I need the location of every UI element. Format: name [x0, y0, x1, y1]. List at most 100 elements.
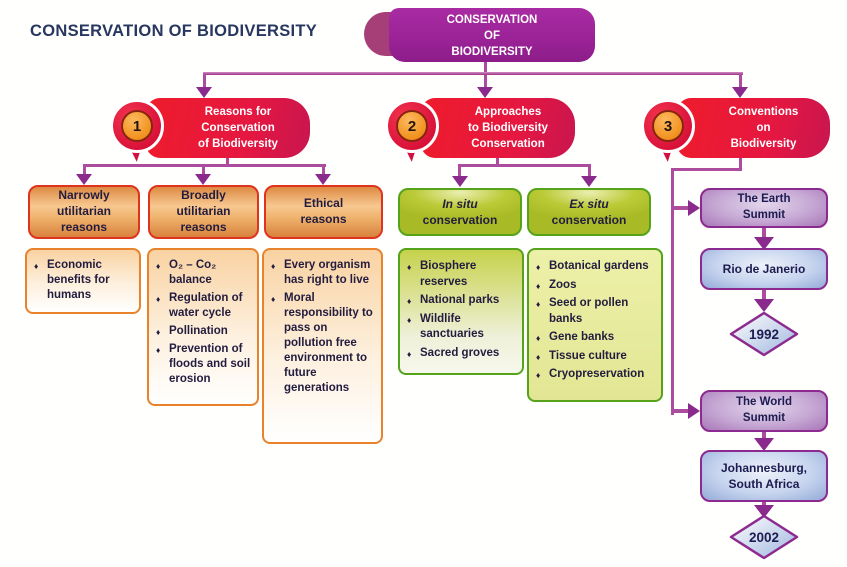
ethical-reasons-label: Ethical reasons	[300, 196, 347, 226]
world-summit-label: The World Summit	[735, 396, 792, 424]
connector-line	[671, 168, 674, 415]
branch2-ribbon: Approaches to Biodiversity Conservation	[421, 98, 575, 158]
bullet-icon: ♦	[536, 351, 541, 362]
branch3-ribbon: Conventions on Biodiversity	[677, 98, 830, 158]
connector-line	[203, 72, 743, 75]
list-item-text: Moral responsibility to pass on pollutio…	[284, 291, 373, 394]
arrow-right-icon	[688, 200, 700, 216]
connector-line	[671, 168, 742, 171]
connector-line	[762, 290, 766, 300]
list-item: ♦ Biosphere reserves	[407, 259, 518, 290]
connector-line	[762, 432, 766, 439]
list-item-text: Economic benefits for humans	[47, 259, 110, 301]
connector-line	[739, 74, 742, 88]
connector-line	[83, 165, 86, 175]
year-1992-diamond	[729, 311, 799, 357]
in-situ-box: In situ conservation	[398, 188, 522, 236]
arrow-down-icon	[196, 87, 212, 98]
ex-situ-box: Ex situ conservation	[527, 188, 651, 236]
list-item-text: National parks	[420, 294, 500, 307]
list-item-text: Zoos	[549, 278, 577, 291]
bullet-icon: ♦	[156, 261, 161, 271]
connector-line	[674, 409, 689, 413]
list-item-text: Every organism has right to live	[284, 259, 371, 286]
list-item: ♦ Economic benefits for humans	[34, 258, 135, 303]
narrowly-utilitarian-details: ♦ Economic benefits for humans	[25, 248, 141, 314]
ethical-reasons-box: Ethical reasons	[264, 185, 383, 239]
branch3-number: 3	[652, 110, 684, 142]
list-item-text: Cryopreservation	[549, 368, 645, 381]
arrow-down-icon	[732, 87, 748, 98]
branch1-number-badge: 1	[110, 99, 164, 153]
list-item: ♦ Gene banks	[536, 330, 657, 346]
bullet-icon: ♦	[536, 280, 541, 291]
connector-line	[762, 502, 766, 507]
branch2-title: Approaches to Biodiversity Conservation	[468, 105, 548, 151]
connector-line	[739, 156, 742, 171]
list-item-text: Biosphere reserves	[420, 260, 477, 288]
bullet-icon: ♦	[536, 333, 541, 344]
list-item-text: Botanical gardens	[549, 260, 649, 272]
bullet-icon: ♦	[536, 262, 541, 272]
year-1992-label: 1992	[748, 326, 780, 342]
broadly-utilitarian-label: Broadly utilitarian reasons	[176, 188, 231, 234]
ex-situ-details: ♦ Botanical gardens ♦ Zoos ♦ Seed or pol…	[527, 248, 663, 402]
connector-line	[203, 74, 206, 88]
list-item: ♦ Regulation of water cycle	[156, 291, 253, 321]
branch1-title: Reasons for Conservation of Biodiversity	[198, 105, 278, 151]
year-2002-diamond	[729, 514, 799, 560]
list-item: ♦ Botanical gardens	[536, 259, 657, 275]
banner-title: CONSERVATION OF BIODIVERSITY	[389, 8, 595, 62]
ethical-reasons-details: ♦ Every organism has right to live ♦ Mor…	[262, 248, 383, 444]
bullet-icon: ♦	[271, 261, 276, 271]
in-situ-italic-label: In situ	[442, 196, 478, 211]
branch3-number-badge: 3	[641, 99, 695, 153]
list-item-text: Pollination	[169, 324, 228, 337]
narrowly-utilitarian-box: Narrowly utilitarian reasons	[28, 185, 140, 239]
branch1-ribbon: Reasons for Conservation of Biodiversity	[146, 98, 310, 158]
list-item-text: Wildlife sanctuaries	[420, 312, 484, 341]
bullet-icon: ♦	[271, 293, 276, 304]
arrow-down-icon	[315, 174, 331, 185]
ex-situ-label: conservation	[551, 213, 627, 227]
in-situ-details: ♦ Biosphere reserves ♦ National parks ♦ …	[398, 248, 524, 375]
list-item: ♦ Prevention of floods and soil erosion	[156, 342, 253, 387]
year-2002-label: 2002	[748, 529, 780, 545]
arrow-down-icon	[754, 505, 774, 518]
list-item: ♦ Pollination	[156, 324, 253, 339]
list-item-text: O₂ – Co₂ balance	[169, 259, 217, 286]
arrow-down-icon	[477, 87, 493, 98]
earth-summit-box: The Earth Summit	[700, 188, 828, 228]
page-title: CONSERVATION OF BIODIVERSITY	[30, 22, 318, 40]
connector-line	[322, 165, 325, 175]
arrow-right-icon	[688, 403, 700, 419]
connector-line	[202, 165, 205, 175]
connector-line	[458, 164, 591, 167]
branch3-title: Conventions on Biodiversity	[728, 105, 799, 151]
bullet-icon: ♦	[407, 262, 412, 272]
list-item: ♦ Cryopreservation	[536, 367, 657, 383]
arrow-down-icon	[754, 299, 774, 312]
list-item-text: Sacred groves	[420, 346, 500, 359]
list-item-text: Regulation of water cycle	[169, 291, 243, 319]
narrowly-utilitarian-label: Narrowly utilitarian reasons	[56, 188, 111, 234]
connector-line	[496, 156, 499, 166]
bullet-icon: ♦	[156, 293, 161, 304]
johannesburg-box: Johannesburg, South Africa	[700, 450, 828, 502]
arrow-down-icon	[195, 174, 211, 185]
list-item: ♦ Zoos	[536, 278, 657, 294]
list-item-text: Tissue culture	[549, 349, 627, 362]
bullet-icon: ♦	[407, 296, 412, 307]
list-item: ♦ Tissue culture	[536, 349, 657, 365]
arrow-down-icon	[754, 438, 774, 451]
johannesburg-label: Johannesburg, South Africa	[720, 460, 807, 491]
connector-line	[458, 165, 461, 177]
bullet-icon: ♦	[536, 299, 541, 310]
list-item: ♦ National parks	[407, 293, 518, 309]
broadly-utilitarian-details: ♦ O₂ – Co₂ balance ♦ Regulation of water…	[147, 248, 259, 406]
bullet-icon: ♦	[536, 370, 541, 381]
list-item: ♦ Wildlife sanctuaries	[407, 312, 518, 343]
branch2-number: 2	[396, 110, 428, 142]
arrow-down-icon	[452, 176, 468, 187]
broadly-utilitarian-box: Broadly utilitarian reasons	[148, 185, 259, 239]
